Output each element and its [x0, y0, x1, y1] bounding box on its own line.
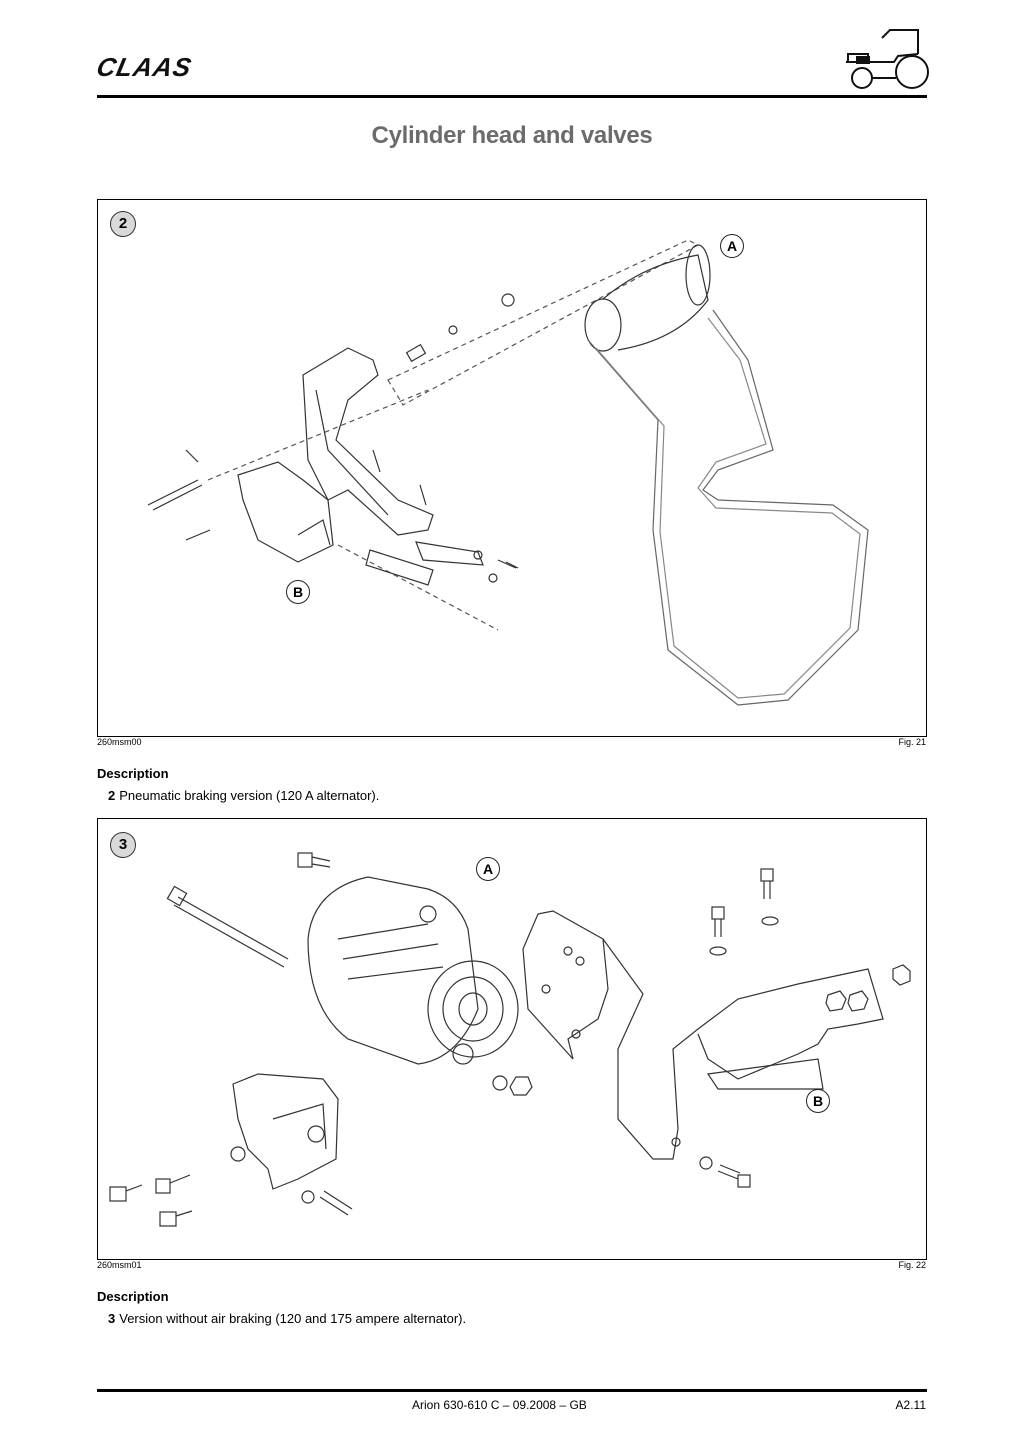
figure-21: 2 A B [97, 199, 927, 737]
figure-label: Fig. 21 [898, 737, 926, 747]
header-rule [97, 95, 927, 98]
figure-number-badge: 3 [110, 832, 136, 858]
alternator-diagram-standard [109, 852, 911, 1227]
callout-a: A [720, 234, 744, 258]
callout-b: B [286, 580, 310, 604]
page-title: Cylinder head and valves [371, 122, 653, 149]
footer-rule [97, 1389, 927, 1392]
description-heading: Description [97, 1289, 169, 1304]
item-number: 3 [108, 1311, 116, 1326]
item-text: Pneumatic braking version (120 A alterna… [119, 788, 380, 803]
alternator-diagram-pneumatic [147, 239, 869, 706]
brand-logo: CLAAS [93, 52, 195, 82]
footer-page-number: A2.11 [895, 1398, 926, 1412]
item-number: 2 [108, 788, 116, 803]
callout-b: B [806, 1089, 830, 1113]
figure-code: 260msm00 [97, 737, 142, 747]
item-text: Version without air braking (120 and 175… [119, 1311, 467, 1326]
tractor-icon [846, 29, 929, 89]
figure-22: 3 A B [97, 818, 927, 1260]
callout-a: A [476, 857, 500, 881]
footer-model: Arion 630-610 C – 09.2008 – GB [412, 1398, 587, 1412]
figure-code: 260msm01 [97, 1260, 142, 1270]
description-heading: Description [97, 766, 169, 781]
figure-label: Fig. 22 [898, 1260, 926, 1270]
figure-number-badge: 2 [110, 211, 136, 237]
